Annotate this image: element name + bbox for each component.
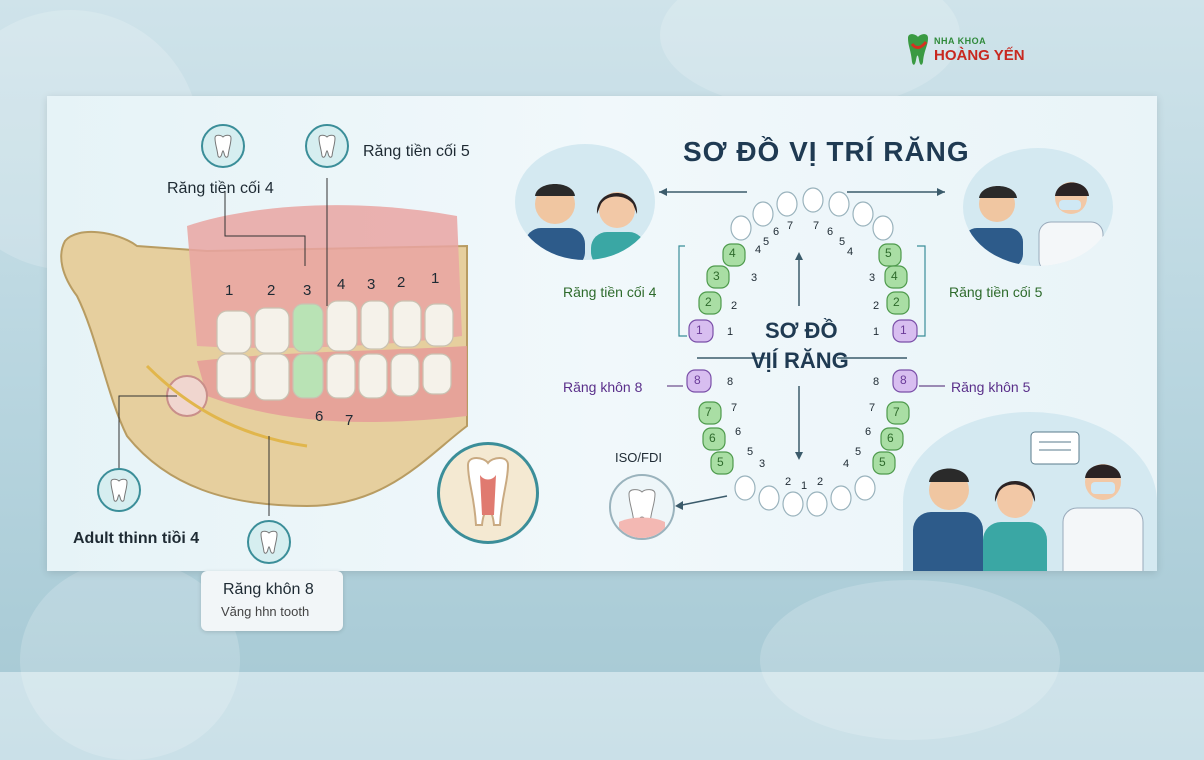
arch-upper-number: 5 (839, 236, 846, 248)
brand-name: HOÀNG YẾN (934, 47, 1025, 64)
arch-side-number: 2 (873, 300, 880, 312)
arch-upper-number: 5 (763, 236, 770, 248)
right-wisdom-label: Răng khôn 5 (951, 379, 1031, 395)
doctor-family-illustration (903, 412, 1157, 571)
arch-side-number: 3 (869, 272, 876, 284)
arch-bottom-number: 2 (785, 476, 792, 488)
arch-tooth-number: 8 (694, 373, 701, 387)
adult-tooth-icon (97, 468, 141, 512)
arch-tooth-number: 3 (713, 269, 720, 283)
arch-tooth-number: 5 (717, 455, 724, 469)
wisdom-caption-sub: Văng hhn tooth (221, 604, 310, 619)
jaw-number: 6 (315, 408, 324, 425)
arch-side-number: 8 (873, 376, 880, 388)
arch-upper-number: 7 (787, 220, 794, 232)
premolar-5-icon (305, 124, 349, 168)
iso-tooth-icon (609, 474, 675, 540)
wisdom-caption-box: Răng khôn 8 Văng hhn tooth (201, 571, 343, 631)
arch-tooth-number: 1 (900, 323, 907, 337)
arch-tooth-number: 7 (705, 405, 712, 419)
arch-tooth-number: 5 (879, 455, 886, 469)
brand-top-text: NHA KHOA (934, 36, 987, 46)
patient-couple-illustration (515, 144, 655, 260)
jaw-number: 1 (431, 270, 440, 287)
arch-tooth-number: 4 (891, 269, 898, 283)
arch-upper-number: 4 (847, 246, 854, 258)
arch-side-number: 6 (735, 426, 742, 438)
arch-tooth-number: 5 (885, 246, 892, 260)
arch-side-number: 5 (747, 446, 754, 458)
jaw-number: 7 (345, 412, 354, 429)
adult-tooth-label: Adult thinn ‌tiồi 4 (73, 530, 200, 547)
arch-bottom-number: 1 (801, 480, 808, 492)
arch-side-number: 1 (727, 326, 734, 338)
arch-side-number: 7 (869, 402, 876, 414)
tooth-cross-section-icon (437, 442, 539, 544)
arch-side-number: 6 (865, 426, 872, 438)
background-circle (760, 580, 1060, 740)
arch-tooth-number: 2 (893, 295, 900, 309)
arch-side-number: 8 (727, 376, 734, 388)
jaw-number: 2 (267, 282, 276, 299)
premolar-4-icon (201, 124, 245, 168)
jaw-number: 3 (367, 276, 376, 293)
doctor-consult-illustration (963, 148, 1113, 266)
arch-side-number: 7 (731, 402, 738, 414)
wisdom-tooth-icon (247, 520, 291, 564)
jaw-number: 3 (303, 282, 312, 299)
arch-bottom-number: 2 (817, 476, 824, 488)
arch-tooth-number: 6 (709, 431, 716, 445)
arch-tooth-number: 4 (729, 246, 736, 260)
infographic-panel: Răng tiền cối 4 Răng tiền cối 5 Adult th… (47, 96, 1157, 571)
center-title-line2: VỊÍ RĂNG (751, 348, 849, 373)
arch-side-number: 3 (759, 458, 766, 470)
jaw-number: 2 (397, 274, 406, 291)
arch-tooth-number: 1 (696, 323, 703, 337)
jaw-illustration (60, 178, 468, 516)
jaw-number: 4 (337, 276, 346, 293)
arch-tooth-number: 8 (900, 373, 907, 387)
brand-logo: NHA KHOA HOÀNG YẾN (904, 32, 1044, 72)
arch-upper-number: 6 (773, 226, 780, 238)
premolar-5-label: Răng tiền cối 5 (363, 143, 470, 160)
arch-side-number: 4 (843, 458, 850, 470)
arch-side-number: 3 (751, 272, 758, 284)
arch-tooth-number: 2 (705, 295, 712, 309)
arch-upper-number: 6 (827, 226, 834, 238)
premolar-4-label: Răng tiền cối 4 (167, 180, 274, 197)
arch-tooth-number: 7 (893, 405, 900, 419)
left-wisdom-label: Răng khôn 8 (563, 379, 643, 395)
arch-side-number: 5 (855, 446, 862, 458)
center-title-line1: SƠ ĐỒ (765, 318, 838, 343)
wisdom-caption-title: Răng khôn 8 (223, 581, 314, 598)
iso-label: ISO/FDI (615, 450, 662, 465)
arch-side-number: 2 (731, 300, 738, 312)
right-premolar-label: Răng tiền cối 5 (949, 284, 1043, 300)
page-title: SƠ ĐỒ VỊ TRÍ RĂNG (683, 136, 970, 167)
arch-side-number: 1 (873, 326, 880, 338)
arch-upper-number: 4 (755, 244, 762, 256)
arch-upper-number: 7 (813, 220, 820, 232)
arch-tooth-number: 6 (887, 431, 894, 445)
left-premolar-label: Răng tiền cối 4 (563, 284, 657, 300)
tooth-logo-icon (908, 34, 928, 65)
jaw-number: 1 (225, 282, 234, 299)
